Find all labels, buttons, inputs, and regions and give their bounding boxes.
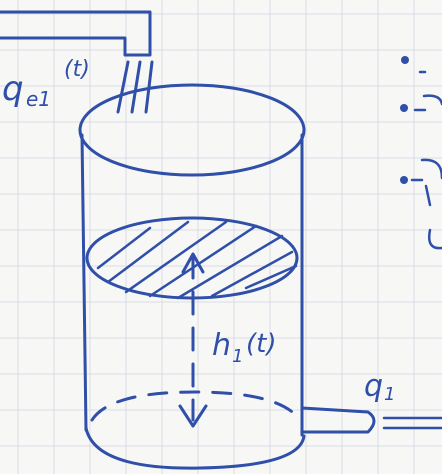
- bullet-dot-icon: [401, 56, 409, 64]
- outflow-stream: [382, 416, 442, 430]
- liquid-surface-hatching: [96, 220, 298, 300]
- height-label: h: [212, 328, 231, 363]
- inflow-stream: [116, 60, 154, 114]
- outflow-pipe: [300, 406, 376, 434]
- bullet-list-fragment: [410, 70, 442, 250]
- tank-bottom-back-dashed: [90, 390, 302, 422]
- height-arrow-up-head: [181, 252, 205, 274]
- inflow-label-subscript: e1: [26, 87, 51, 111]
- height-label-argument: (t): [246, 329, 276, 359]
- bullet-dot-icon: [400, 176, 408, 184]
- tank-bottom-front: [84, 426, 306, 470]
- height-arrow-down-head: [178, 404, 208, 428]
- inflow-label: q: [2, 69, 24, 109]
- outflow-label-subscript: 1: [384, 384, 395, 405]
- inflow-pipe: [0, 10, 152, 57]
- bullet-dot-icon: [400, 104, 408, 112]
- bullet-dots: [400, 56, 409, 184]
- outflow-label: q: [364, 369, 383, 404]
- tank-top-ellipse: [78, 83, 306, 177]
- tank-left-wall: [80, 133, 88, 432]
- inflow-label-argument: (t): [64, 57, 90, 82]
- height-label-subscript: 1: [232, 346, 243, 367]
